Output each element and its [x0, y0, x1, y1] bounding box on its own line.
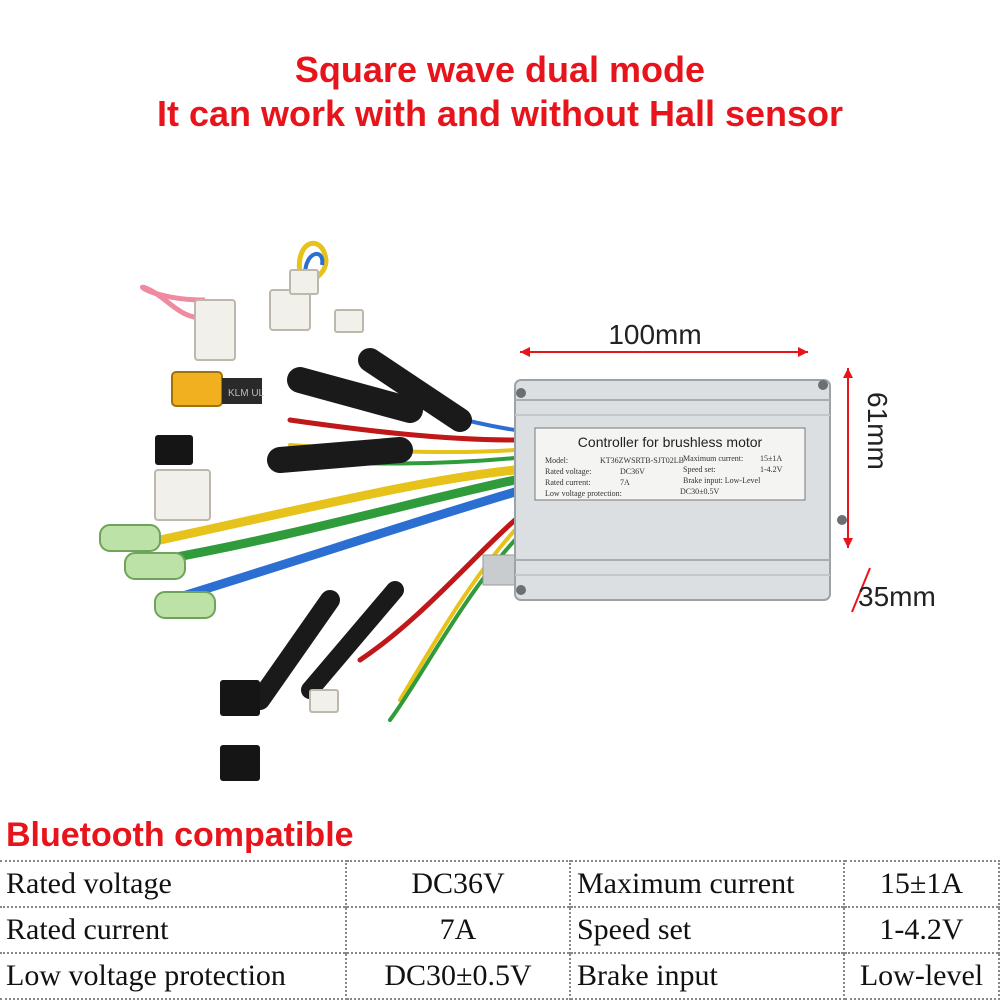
xt60-connector: KLM UL — [171, 371, 265, 407]
dimension-height: 61mm — [843, 368, 893, 548]
label-low-voltage-value: DC30±0.5V — [680, 487, 720, 496]
table-row: Rated voltage DC36V Maximum current 15±1… — [0, 860, 1000, 907]
controller-photo: KLM UL Controller for brushle — [99, 240, 936, 781]
spec-value: 7A — [346, 906, 571, 953]
wire-bundle — [155, 388, 520, 722]
label-speed-set-key: Speed set: — [683, 465, 716, 474]
label-model-value: KT36ZWSRTB-SJT02LB — [600, 456, 684, 465]
spec-value: 1-4.2V — [844, 906, 1000, 953]
label-rated-current-value: 7A — [620, 478, 630, 487]
green-terminals — [99, 524, 216, 619]
spec-table: Rated voltage DC36V Maximum current 15±1… — [0, 860, 1000, 1000]
label-speed-set-value: 1-4.2V — [760, 465, 783, 474]
dimension-height-label: 61mm — [862, 392, 893, 470]
label-rated-voltage-value: DC36V — [620, 467, 645, 476]
label-brake-input: Brake input: Low-Level — [683, 476, 761, 485]
product-label: Controller for brushless motor Model: KT… — [534, 427, 806, 501]
spec-label: Rated voltage — [0, 860, 347, 907]
spec-value: 15±1A — [844, 860, 1000, 907]
label-low-voltage-key: Low voltage protection: — [545, 489, 622, 498]
dimension-length: 100mm — [520, 319, 808, 357]
table-row: Rated current 7A Speed set 1-4.2V — [0, 906, 1000, 953]
spec-value: DC30±0.5V — [346, 952, 571, 1000]
spec-label: Speed set — [570, 906, 845, 953]
black-connectors — [155, 435, 260, 781]
black-sleeves — [250, 348, 472, 710]
white-connectors — [154, 269, 364, 713]
table-row: Low voltage protection DC30±0.5V Brake i… — [0, 952, 1000, 1000]
label-model-key: Model: — [545, 456, 568, 465]
label-max-current-value: 15±1A — [760, 454, 782, 463]
spec-label: Brake input — [570, 952, 845, 1000]
spec-label: Rated current — [0, 906, 347, 953]
spec-value: Low-level — [844, 952, 1000, 1000]
dimension-depth: 35mm — [851, 567, 936, 613]
spec-label: Maximum current — [570, 860, 845, 907]
label-rated-voltage-key: Rated voltage: — [545, 467, 591, 476]
label-title: Controller for brushless motor — [578, 434, 763, 450]
pink-wire-loop — [139, 284, 209, 321]
connector-text: KLM UL — [228, 388, 265, 399]
label-max-current-key: Maximum current: — [683, 454, 743, 463]
bluetooth-heading: Bluetooth compatible — [6, 816, 354, 854]
headline-line-2: It can work with and without Hall sensor — [156, 93, 844, 134]
dimension-length-label: 100mm — [608, 319, 701, 350]
spec-label: Low voltage protection — [0, 952, 347, 1000]
label-rated-current-key: Rated current: — [545, 478, 591, 487]
dimension-depth-label: 35mm — [858, 581, 936, 612]
headline-line-1: Square wave dual mode — [294, 49, 706, 90]
spec-value: DC36V — [346, 860, 571, 907]
